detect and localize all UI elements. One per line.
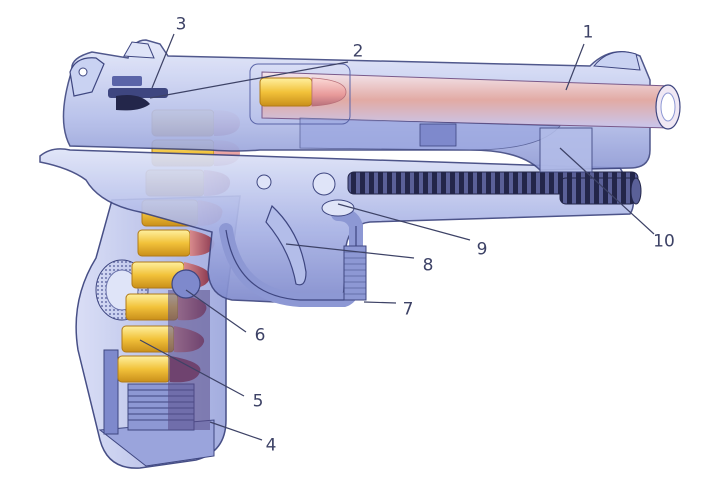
leader-line-9 <box>337 203 471 241</box>
leader-line-10 <box>559 147 655 235</box>
leader-line-1 <box>565 43 585 91</box>
leader-line-2 <box>149 61 349 99</box>
callout-8: 8 <box>422 255 434 276</box>
leader-line-7 <box>363 301 397 304</box>
callout-3: 3 <box>175 14 187 35</box>
leader-line-6 <box>185 289 247 333</box>
leader-lines <box>139 33 655 441</box>
leader-line-8 <box>285 243 415 259</box>
callout-1: 1 <box>582 22 594 43</box>
recoil-spring <box>347 171 642 205</box>
callout-7: 7 <box>402 299 414 320</box>
callout-4: 4 <box>265 435 277 456</box>
callout-6: 6 <box>254 325 266 346</box>
leader-line-3 <box>151 33 175 89</box>
leader-line-5 <box>139 339 245 397</box>
callout-10: 10 <box>653 231 675 252</box>
leader-line-4 <box>209 421 263 441</box>
callout-2: 2 <box>352 41 364 62</box>
callout-9: 9 <box>476 239 488 260</box>
callout-5: 5 <box>252 391 264 412</box>
